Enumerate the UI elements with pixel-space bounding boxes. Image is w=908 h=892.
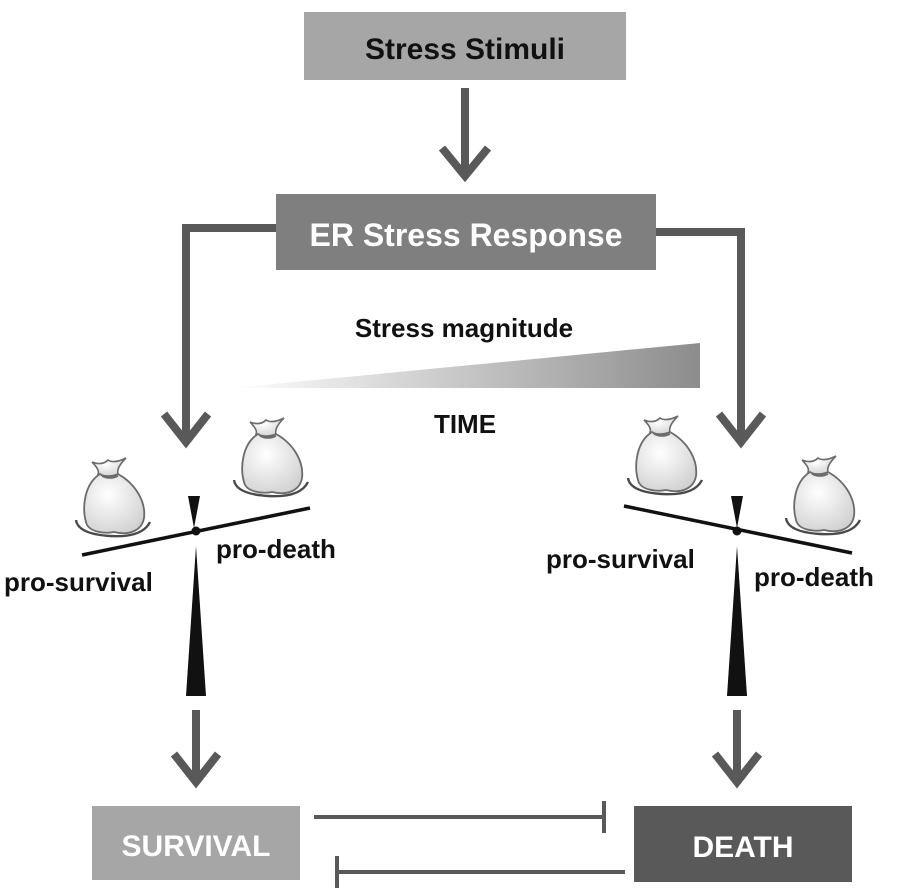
- inhibition-death-to-survival: [335, 856, 625, 888]
- left-balance-scale: pro-survival pro-death: [4, 416, 336, 696]
- fulcrum-triangle-icon: [731, 496, 743, 528]
- fulcrum-stand-icon: [727, 546, 747, 696]
- right-balance-scale: pro-survival pro-death: [546, 414, 874, 696]
- stress-magnitude-label: Stress magnitude: [355, 313, 573, 343]
- survival-label: SURVIVAL: [122, 830, 271, 863]
- survival-node: SURVIVAL: [92, 806, 300, 880]
- sack-weight-icon: [232, 416, 310, 498]
- er-stress-response-label: ER Stress Response: [309, 217, 622, 253]
- right-pro-death-label: pro-death: [754, 562, 874, 592]
- arrow-er-to-right-scale: [656, 228, 767, 449]
- inhibition-survival-to-death: [314, 801, 606, 833]
- fulcrum-triangle-icon: [188, 496, 200, 528]
- fulcrum-stand-icon: [186, 546, 206, 696]
- stress-magnitude-wedge: [232, 343, 700, 388]
- left-pro-death-label: pro-death: [216, 534, 336, 564]
- arrow-er-to-left-scale: [160, 224, 276, 449]
- death-label: DEATH: [692, 831, 793, 864]
- right-pro-survival-label: pro-survival: [546, 544, 695, 574]
- arrow-stimuli-to-er: [438, 88, 492, 183]
- sack-weight-icon: [626, 414, 704, 496]
- er-stress-response-node: ER Stress Response: [276, 194, 656, 270]
- death-node: DEATH: [634, 806, 852, 882]
- left-pro-survival-label: pro-survival: [4, 567, 153, 597]
- stress-stimuli-node: Stress Stimuli: [304, 12, 626, 80]
- sack-weight-icon: [74, 456, 152, 538]
- sack-weight-icon: [784, 454, 862, 536]
- arrow-left-scale-to-survival: [170, 710, 222, 789]
- arrow-right-scale-to-death: [711, 710, 763, 789]
- stress-stimuli-label: Stress Stimuli: [365, 33, 565, 66]
- time-label: TIME: [434, 409, 496, 439]
